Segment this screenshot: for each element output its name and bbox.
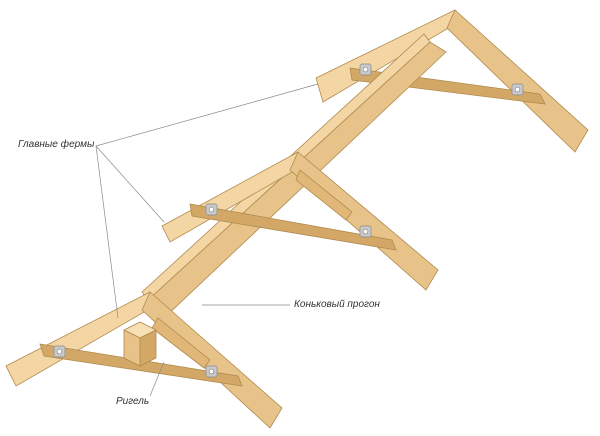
truss-front-strut bbox=[151, 317, 211, 369]
truss-middle-tie bbox=[189, 203, 397, 251]
label-crossbar: Ригель bbox=[116, 396, 150, 407]
truss-middle-right-rafter bbox=[289, 151, 439, 291]
bolt-plate-icon bbox=[359, 225, 372, 238]
bolt-plate-icon bbox=[53, 345, 66, 358]
leader-main-trusses-middle bbox=[95, 145, 165, 223]
truss-middle-strut bbox=[295, 169, 353, 221]
leader-main-trusses-front bbox=[95, 145, 119, 319]
front-post-right bbox=[139, 329, 157, 367]
truss-back-right-rafter bbox=[446, 9, 589, 153]
bolt-plate-icon bbox=[359, 63, 372, 76]
leader-main-trusses-back bbox=[95, 83, 319, 147]
ridge-purlin bbox=[141, 33, 447, 319]
label-ridge-purlin: Коньковый прогон bbox=[294, 299, 380, 310]
leader-lines bbox=[95, 83, 319, 397]
label-main-trusses: Главные фермы bbox=[18, 139, 95, 150]
truss-middle bbox=[161, 151, 439, 291]
leader-crossbar bbox=[149, 361, 165, 397]
bolt-plate-icon bbox=[205, 203, 218, 216]
bolt-plate-icon bbox=[511, 83, 524, 96]
truss-front bbox=[5, 291, 283, 429]
bolt-plate-icon bbox=[205, 365, 218, 378]
truss-front-right-rafter bbox=[141, 291, 283, 429]
